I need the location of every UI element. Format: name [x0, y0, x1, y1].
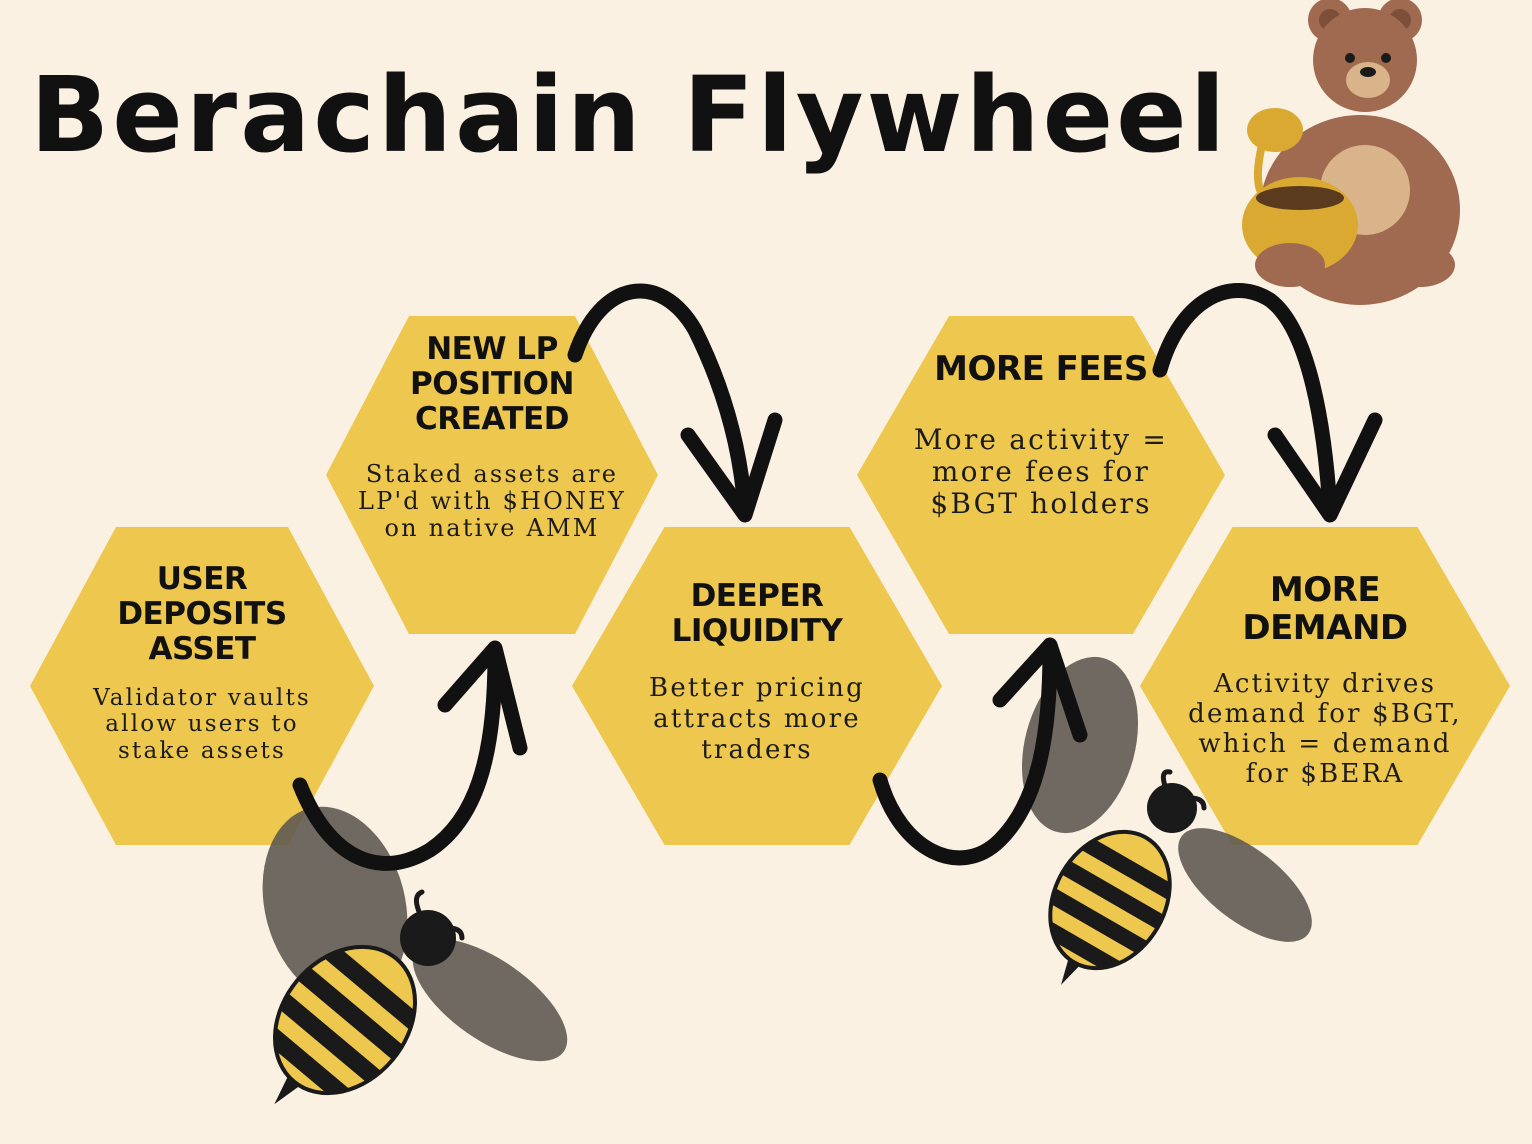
step-body-line: Validator vaults	[93, 685, 311, 711]
step-body-line: traders	[701, 735, 813, 766]
step-title-line: LIQUIDITY	[671, 613, 843, 650]
step-body-line: LP'd with $HONEY	[357, 486, 627, 515]
bee-left-icon	[246, 806, 568, 1122]
arrow-step2-to-step3-icon	[567, 283, 783, 523]
step-title-line: NEW LP	[426, 331, 558, 367]
step-body-line: $BGT holders	[930, 486, 1152, 520]
step-title-line: MORE	[1269, 570, 1381, 610]
step-body-line: for $BERA	[1245, 759, 1405, 790]
step-body-line: Better pricing	[649, 673, 865, 703]
hexagon-user-deposits-asset: USER DEPOSITS ASSET Validator vaults all…	[30, 527, 374, 845]
step-title-line: USER	[156, 561, 248, 597]
step-body-line: More activity =	[913, 423, 1169, 456]
arrow-step3-to-step4-icon	[872, 637, 1088, 866]
step-body-line: Activity drives	[1213, 669, 1437, 699]
bear-honey-pot-icon	[1242, 0, 1460, 305]
step-body-line: stake assets	[118, 737, 286, 764]
step-title-line: DEPOSITS	[117, 596, 287, 633]
step-body-line: which = demand	[1198, 729, 1452, 760]
step-body-line: attracts more	[653, 704, 861, 735]
step-body-line: Staked assets are	[365, 460, 619, 488]
step-title-line: DEEPER	[690, 578, 824, 614]
step-title-line: POSITION	[410, 366, 574, 403]
step-body-line: allow users to	[105, 711, 299, 738]
step-title-line: CREATED	[415, 401, 569, 438]
step-title-line: ASSET	[148, 631, 256, 668]
step-body-line: demand for $BGT,	[1188, 699, 1462, 730]
step-body-line: on native AMM	[384, 513, 600, 542]
step-title-line: DEMAND	[1242, 608, 1408, 649]
step-title-line: MORE FEES	[934, 349, 1148, 389]
arrow-step4-to-step5-icon	[1152, 283, 1383, 523]
step-body-line: more fees for	[931, 454, 1151, 488]
diagram-title: Berachain Flywheel	[30, 54, 1229, 176]
arrow-step1-to-step2-icon	[292, 640, 528, 871]
